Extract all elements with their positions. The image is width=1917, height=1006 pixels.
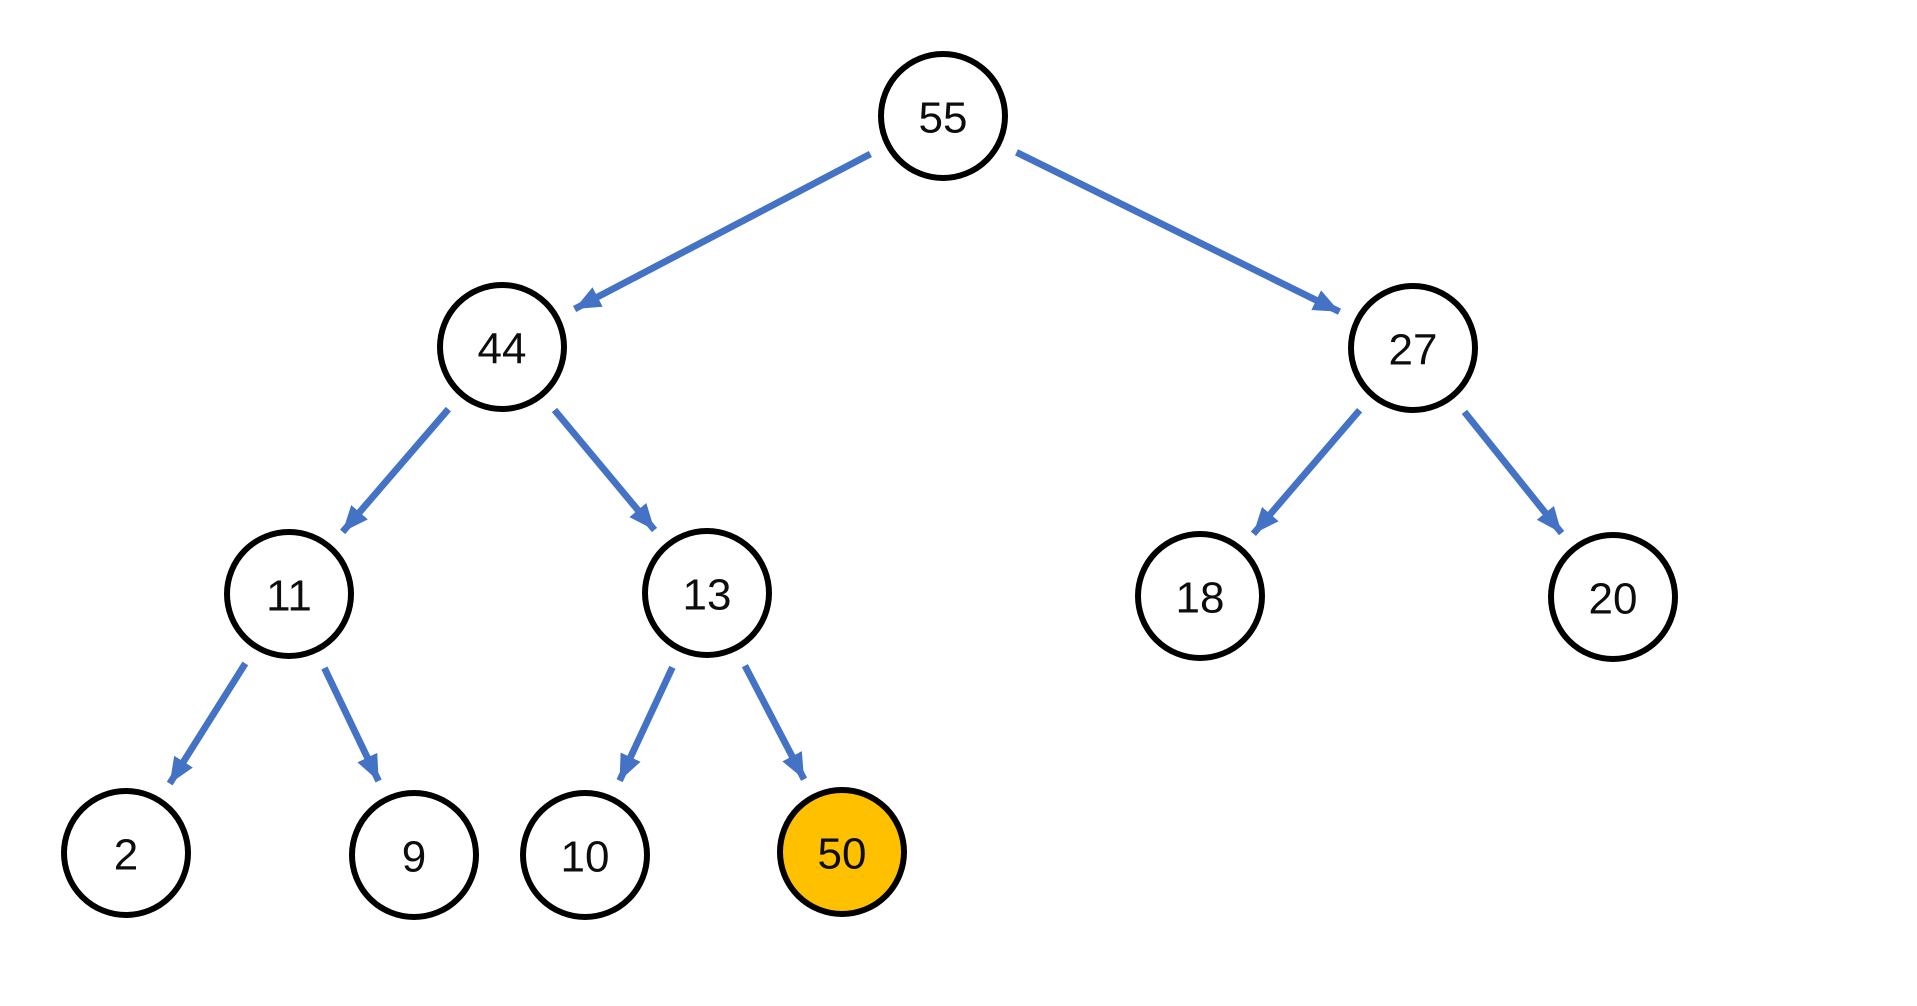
edge-44-13 xyxy=(551,407,658,533)
tree-node-10: 10 xyxy=(520,790,650,920)
tree-node-55: 55 xyxy=(878,51,1008,181)
edges-layer xyxy=(166,149,1565,786)
node-label: 2 xyxy=(114,831,138,880)
node-circle xyxy=(1548,532,1678,662)
node-label: 44 xyxy=(478,325,527,374)
node-label: 9 xyxy=(402,833,426,882)
edge-27-20 xyxy=(1461,409,1565,536)
node-circle xyxy=(1135,531,1265,661)
node-label: 13 xyxy=(683,571,732,620)
tree-node-50: 50 xyxy=(777,787,907,917)
tree-node-9: 9 xyxy=(349,790,479,920)
node-label: 20 xyxy=(1589,575,1638,624)
edge-13-50 xyxy=(741,664,808,781)
node-label: 18 xyxy=(1176,574,1225,623)
tree-node-2: 2 xyxy=(61,788,191,918)
edge-55-44 xyxy=(573,150,872,313)
node-label: 50 xyxy=(818,830,867,879)
node-label: 11 xyxy=(266,572,312,621)
edge-11-2 xyxy=(166,661,249,786)
node-label: 10 xyxy=(561,833,610,882)
edge-11-9 xyxy=(321,666,382,783)
edge-55-27 xyxy=(1014,149,1342,315)
tree-node-13: 13 xyxy=(642,528,772,658)
tree-node-44: 44 xyxy=(437,282,567,412)
edge-44-11 xyxy=(340,406,451,535)
node-label: 27 xyxy=(1389,326,1438,375)
tree-node-18: 18 xyxy=(1135,531,1265,661)
node-circle-highlighted xyxy=(777,787,907,917)
node-circle xyxy=(61,788,191,918)
node-circle xyxy=(642,528,772,658)
edge-27-18 xyxy=(1250,407,1363,537)
tree-node-27: 27 xyxy=(1348,283,1478,413)
edge-13-10 xyxy=(616,665,676,783)
node-circle xyxy=(437,282,567,412)
node-circle xyxy=(1348,283,1478,413)
node-circle xyxy=(349,790,479,920)
node-circle xyxy=(224,529,354,659)
node-label: 55 xyxy=(919,94,968,143)
tree-node-11: 11 xyxy=(224,529,354,659)
tree-node-20: 20 xyxy=(1548,532,1678,662)
nodes-layer: 55 44 27 11 13 18 20 2 9 10 50 xyxy=(61,51,1678,920)
node-circle xyxy=(878,51,1008,181)
node-circle xyxy=(520,790,650,920)
